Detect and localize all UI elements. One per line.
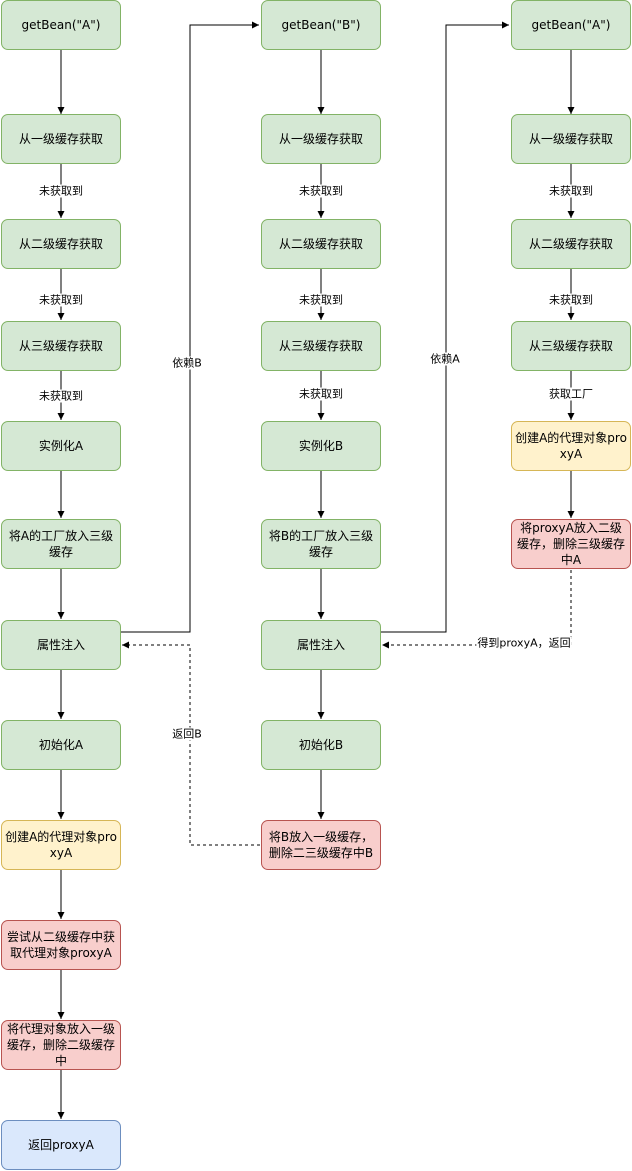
- node-c-create-proxy: 创建A的代理对象proxyA: [511, 421, 631, 471]
- node-b-instantiate: 实例化B: [261, 421, 381, 471]
- node-b-inject: 属性注入: [261, 620, 381, 670]
- node-c-put-l2: 将proxyA放入二级缓存，删除三级缓存中A: [511, 519, 631, 569]
- node-a-put-l1: 将代理对象放入一级缓存，删除二级缓存中: [1, 1020, 121, 1070]
- node-b-l2-cache: 从二级缓存获取: [261, 219, 381, 269]
- node-a-getbean: getBean("A"): [1, 0, 121, 50]
- edge-label-a-miss1: 未获取到: [38, 184, 84, 198]
- edge-label-b-miss2: 未获取到: [298, 293, 344, 307]
- edge-label-depends-b: 依赖B: [171, 356, 203, 370]
- node-a-instantiate: 实例化A: [1, 421, 121, 471]
- edge-c-put2-to-b-inject: [382, 570, 572, 649]
- node-a-inject: 属性注入: [1, 620, 121, 670]
- edge-a-inject-to-b-getbean: [121, 21, 259, 633]
- node-c-l3-cache: 从三级缓存获取: [511, 321, 631, 371]
- node-a-return-proxy: 返回proxyA: [1, 1120, 121, 1170]
- node-b-init: 初始化B: [261, 720, 381, 770]
- node-b-put-factory-l3: 将B的工厂放入三级缓存: [261, 519, 381, 569]
- node-a-l2-cache: 从二级缓存获取: [1, 219, 121, 269]
- node-a-init: 初始化A: [1, 720, 121, 770]
- node-a-l3-cache: 从三级缓存获取: [1, 321, 121, 371]
- node-c-l1-cache: 从一级缓存获取: [511, 114, 631, 164]
- node-b-l3-cache: 从三级缓存获取: [261, 321, 381, 371]
- node-a-put-factory-l3: 将A的工厂放入三级缓存: [1, 519, 121, 569]
- edge-b-put1-to-a-inject: [122, 641, 260, 846]
- node-c-getbean: getBean("A"): [511, 0, 631, 50]
- node-a-l1-cache: 从一级缓存获取: [1, 114, 121, 164]
- edge-label-b-miss1: 未获取到: [298, 184, 344, 198]
- edge-b-inject-to-c-getbean: [381, 21, 509, 633]
- edge-label-c-get-factory: 获取工厂: [548, 387, 594, 401]
- edge-label-c-miss2: 未获取到: [548, 293, 594, 307]
- edge-label-got-proxy: 得到proxyA，返回: [476, 636, 572, 650]
- node-a-try-l2: 尝试从二级缓存中获取代理对象proxyA: [1, 920, 121, 970]
- node-b-getbean: getBean("B"): [261, 0, 381, 50]
- node-b-put-l1: 将B放入一级缓存，删除二三级缓存中B: [261, 820, 381, 870]
- edge-label-depends-a: 依赖A: [429, 352, 461, 366]
- edge-label-a-miss3: 未获取到: [38, 389, 84, 403]
- node-c-l2-cache: 从二级缓存获取: [511, 219, 631, 269]
- edge-label-c-miss1: 未获取到: [548, 184, 594, 198]
- node-b-l1-cache: 从一级缓存获取: [261, 114, 381, 164]
- node-a-create-proxy: 创建A的代理对象proxyA: [1, 820, 121, 870]
- edge-label-b-miss3: 未获取到: [298, 387, 344, 401]
- edge-label-a-miss2: 未获取到: [38, 293, 84, 307]
- edge-label-return-b: 返回B: [171, 727, 203, 741]
